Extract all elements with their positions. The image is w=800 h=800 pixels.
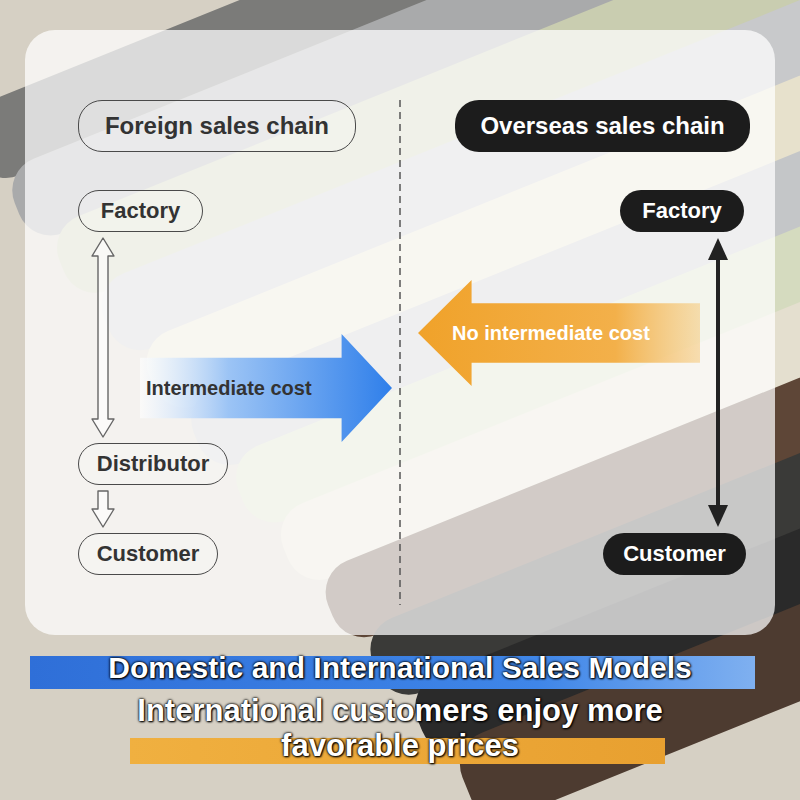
stage-box: Customer (78, 533, 218, 575)
node-label: Factory (101, 199, 180, 223)
node-label: Customer (623, 542, 726, 566)
stage-box: Factory (78, 190, 203, 232)
connector-line (716, 258, 720, 507)
stage-box: Factory (620, 190, 744, 232)
arrow-body (140, 334, 392, 442)
arrow-head (708, 505, 728, 527)
title-text: Domestic and International Sales Models (108, 651, 691, 684)
node-label: Foreign sales chain (105, 113, 329, 139)
hollow-arrow (92, 491, 114, 527)
diagram-title: Domestic and International Sales Models (0, 650, 800, 686)
node-label: No intermediate cost (452, 322, 650, 344)
connector (92, 238, 114, 437)
caption-text: International customers enjoy more favor… (137, 693, 662, 763)
cost-arrow: Intermediate cost (140, 334, 392, 442)
arrow-head (708, 238, 728, 260)
node-label: Customer (97, 542, 200, 566)
hollow-arrow (92, 238, 114, 437)
translucent-panel (25, 30, 775, 635)
cost-arrow: No intermediate cost (418, 280, 700, 386)
node-label: Overseas sales chain (480, 113, 724, 139)
node-label: Factory (642, 199, 721, 223)
stage-box: Distributor (78, 443, 228, 485)
diagram-caption: International customers enjoy more favor… (110, 694, 690, 763)
node-label: Distributor (97, 452, 209, 476)
chain-header: Overseas sales chain (455, 100, 750, 152)
stage-box: Customer (603, 533, 746, 575)
chain-header: Foreign sales chain (78, 100, 356, 152)
arrow-body (418, 280, 700, 386)
node-label: Intermediate cost (146, 377, 312, 399)
divider-line (399, 100, 401, 605)
connector (708, 238, 728, 527)
connector (92, 491, 114, 527)
